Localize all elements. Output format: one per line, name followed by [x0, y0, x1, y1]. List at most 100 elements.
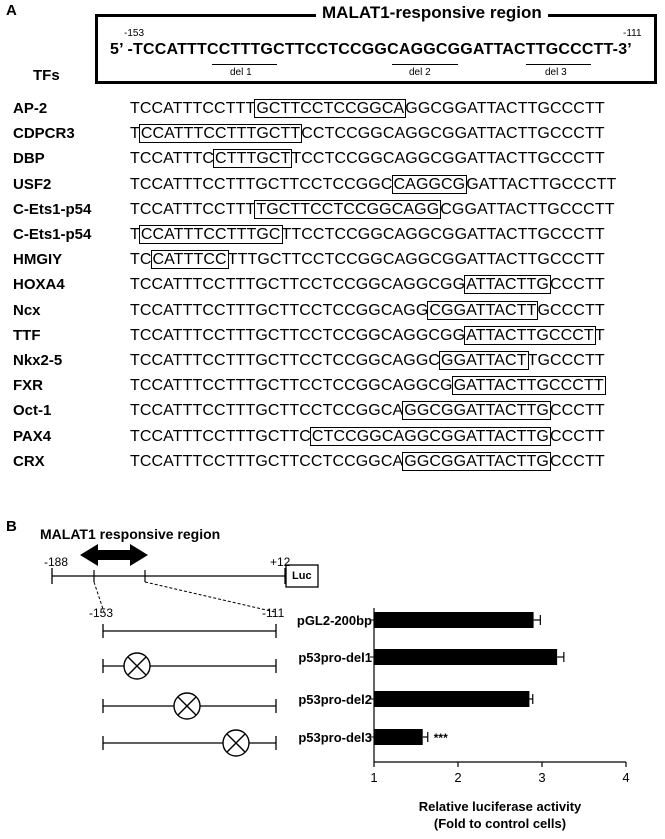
category-label: p53pro-del2	[298, 692, 372, 707]
tf-name: CDPCR3	[13, 125, 75, 143]
sequence-segment: T	[594, 326, 605, 344]
bar	[374, 612, 534, 628]
sequence-segment: TCCATTTCCTTTGCTTCCTCCGGCAGGCGG	[130, 326, 466, 344]
sequence-segment: TCCATTTCCTTTGCTTCCTCCGGCAGGC	[130, 352, 441, 369]
binding-site-box: ATTACTTGCCCT	[464, 325, 596, 345]
tf-sequence-row: TCCATTTCCTTTGCTTCCTCCGGCAGGCGGATTACTTGCC…	[130, 225, 605, 244]
sequence-segment: TCCTCCGGCAGGCGGATTACTTGCCCTT	[291, 150, 605, 168]
category-label: p53pro-del1	[298, 650, 372, 665]
tf-sequence-row: TCCATTTCCTTTGCTTCCTCCGGCAGGCGGATTACTTGCC…	[130, 325, 605, 345]
sub-left-label: -153	[89, 606, 114, 620]
sequence-segment: CCCTT	[549, 427, 605, 445]
sequence-segment: TCCATTTCCTTTGCTTCCTCCGGCAGGCG	[130, 377, 453, 395]
panel-b-label: B	[6, 518, 17, 535]
tf-name: FXR	[13, 377, 43, 395]
tf-sequence-row: TCCATTTCCTTTGCTTCCTCCGGCAGGCGGATTACTTGCC…	[130, 351, 605, 370]
tf-sequence-row: TCCATTTCCTTTGCTTCCTCCGGCAGGCGGATTACTTGCC…	[130, 451, 605, 471]
double-arrow-icon	[80, 544, 148, 566]
sequence-segment: TGCCCTT	[527, 352, 605, 369]
tf-sequence-row: TCCATTTCCTTTGCTTCCTCCGGCAGGCGGATTACTTGCC…	[130, 99, 605, 118]
tf-name: TTF	[13, 326, 41, 344]
pos-start-label: -153	[124, 28, 145, 39]
pos-right-label: +12	[270, 555, 291, 569]
binding-site-box: GGCGGATTACTTG	[402, 401, 551, 421]
tf-sequence-row: TCCATTTCCTTTGCTTCCTCCGGCAGGCGGATTACTTGCC…	[130, 124, 605, 144]
tfs-label: TFs	[33, 67, 60, 84]
x-tick-label: 3	[538, 770, 545, 785]
binding-site-box: ATTACTTG	[464, 275, 551, 295]
x-tick-label: 2	[454, 770, 461, 785]
binding-site-box: GCTTCCTCCGGCA	[254, 99, 407, 118]
bar	[374, 649, 558, 665]
header-title: MALAT1-responsive region	[316, 3, 548, 23]
x-tick-label: 1	[370, 770, 377, 785]
binding-site-box: CTTTGCT	[213, 149, 293, 169]
tf-sequence-row: TCCATTTCCTTTGCTTCCTCCGGCAGGCGGATTACTTGCC…	[130, 426, 605, 446]
tf-sequence-row: TCCATTTCCTTTGCTTCCTCCGGCAGGCGGATTACTTGCC…	[130, 401, 605, 421]
sequence-segment: TTCCTCCGGCAGGCGGATTACTTGCCCTT	[281, 226, 605, 243]
sequence-segment: CCCTT	[549, 402, 605, 420]
tf-name: Nkx2-5	[13, 352, 63, 369]
sequence-segment: GGCGGATTACTTGCCCTT	[405, 100, 605, 117]
sequence-segment: TCCATTTCCTTT	[130, 200, 256, 218]
tf-name: USF2	[13, 175, 52, 193]
sequence-segment: TC	[130, 251, 152, 269]
dashed-connector-right	[144, 581, 276, 613]
tf-name: HOXA4	[13, 276, 65, 294]
construct-200bp	[102, 624, 277, 638]
binding-site-box: TGCTTCCTCCGGCAGG	[254, 199, 442, 219]
tf-sequence-row: TCCATTTCCTTTGCTTCCTCCGGCAGGCGGATTACTTGCC…	[130, 149, 605, 169]
sequence-segment: CCCTT	[549, 276, 605, 294]
sequence-segment: GCCCTT	[537, 301, 605, 319]
deletion-mark-icon	[123, 652, 151, 680]
del2-label: del 2	[409, 67, 431, 78]
tf-sequence-row: TCCATTTCCTTTGCTTCCTCCGGCAGGCGGATTACTTGCC…	[130, 376, 606, 396]
sequence-segment: CCTCCGGCAGGCGGATTACTTGCCCTT	[301, 125, 605, 143]
sequence-segment: TCCATTTCCTTTGCTTCCTCCGGCAGG	[130, 301, 429, 319]
binding-site-box: CCATTTCCTTTGCTT	[138, 124, 303, 144]
sequence-segment: T	[130, 125, 140, 143]
sequence-segment: TCCATTTCCTTT	[130, 100, 256, 117]
tf-name: PAX4	[13, 427, 52, 445]
pos-end-label: -111	[623, 28, 642, 39]
region-title: MALAT1 responsive region	[40, 526, 221, 542]
x-axis-label-sub: (Fold to control cells)	[434, 816, 566, 831]
del3-label: del 3	[545, 67, 567, 78]
sub-right-label: -111	[262, 606, 285, 620]
tf-name: C-Ets1-p54	[13, 200, 92, 218]
sequence-segment: TCCATTTCCTTTGCTTCCTCCGGCA	[130, 402, 404, 420]
construct-del2	[102, 692, 277, 720]
del1-label: del 1	[230, 67, 252, 78]
deletion-mark-icon	[222, 729, 250, 757]
del2-underline	[392, 64, 458, 65]
tf-name: CRX	[13, 452, 45, 470]
tf-name: Oct-1	[13, 402, 52, 420]
bar	[374, 729, 423, 745]
binding-site-box: CTCCGGCAGGCGGATTACTTG	[309, 426, 551, 446]
luc-label: Luc	[292, 570, 312, 582]
binding-site-box: GGCGGATTACTTG	[402, 451, 551, 471]
tf-name: DBP	[13, 150, 45, 168]
x-axis-label: Relative luciferase activity	[419, 799, 582, 814]
tf-sequence-row: TCCATTTCCTTTGCTTCCTCCGGCAGGCGGATTACTTGCC…	[130, 275, 605, 295]
tf-name: C-Ets1-p54	[13, 226, 92, 243]
significance-annotation: ***	[434, 731, 448, 745]
sequence-segment: GATTACTTGCCCTT	[466, 175, 617, 193]
promoter-diagram	[51, 544, 319, 757]
sequence-segment: CCCTT	[549, 452, 605, 470]
pos-left-label: -188	[44, 555, 69, 569]
tf-name: HMGIY	[13, 251, 63, 269]
deletion-mark-icon	[173, 692, 201, 720]
del3-underline	[526, 64, 591, 65]
bar	[374, 691, 530, 707]
sequence-segment: TCCATTTCCTTTGCTTCCTCCGGC	[130, 175, 393, 193]
binding-site-box: CATTTCC	[150, 250, 229, 270]
tf-name: AP-2	[13, 100, 48, 117]
luc-box	[285, 564, 319, 588]
tf-sequence-row: TCCATTTCCTTTGCTTCCTCCGGCAGGCGGATTACTTGCC…	[130, 250, 605, 270]
construct-del1	[102, 652, 277, 680]
tf-sequence-row: TCCATTTCCTTTTGCTTCCTCCGGCAGGCGGATTACTTGC…	[130, 199, 615, 219]
sequence-segment: TCCATTTCCTTTGCTTC	[130, 427, 311, 445]
sequence-segment: T	[130, 226, 140, 243]
binding-site-box: CAGGCG	[391, 174, 468, 194]
